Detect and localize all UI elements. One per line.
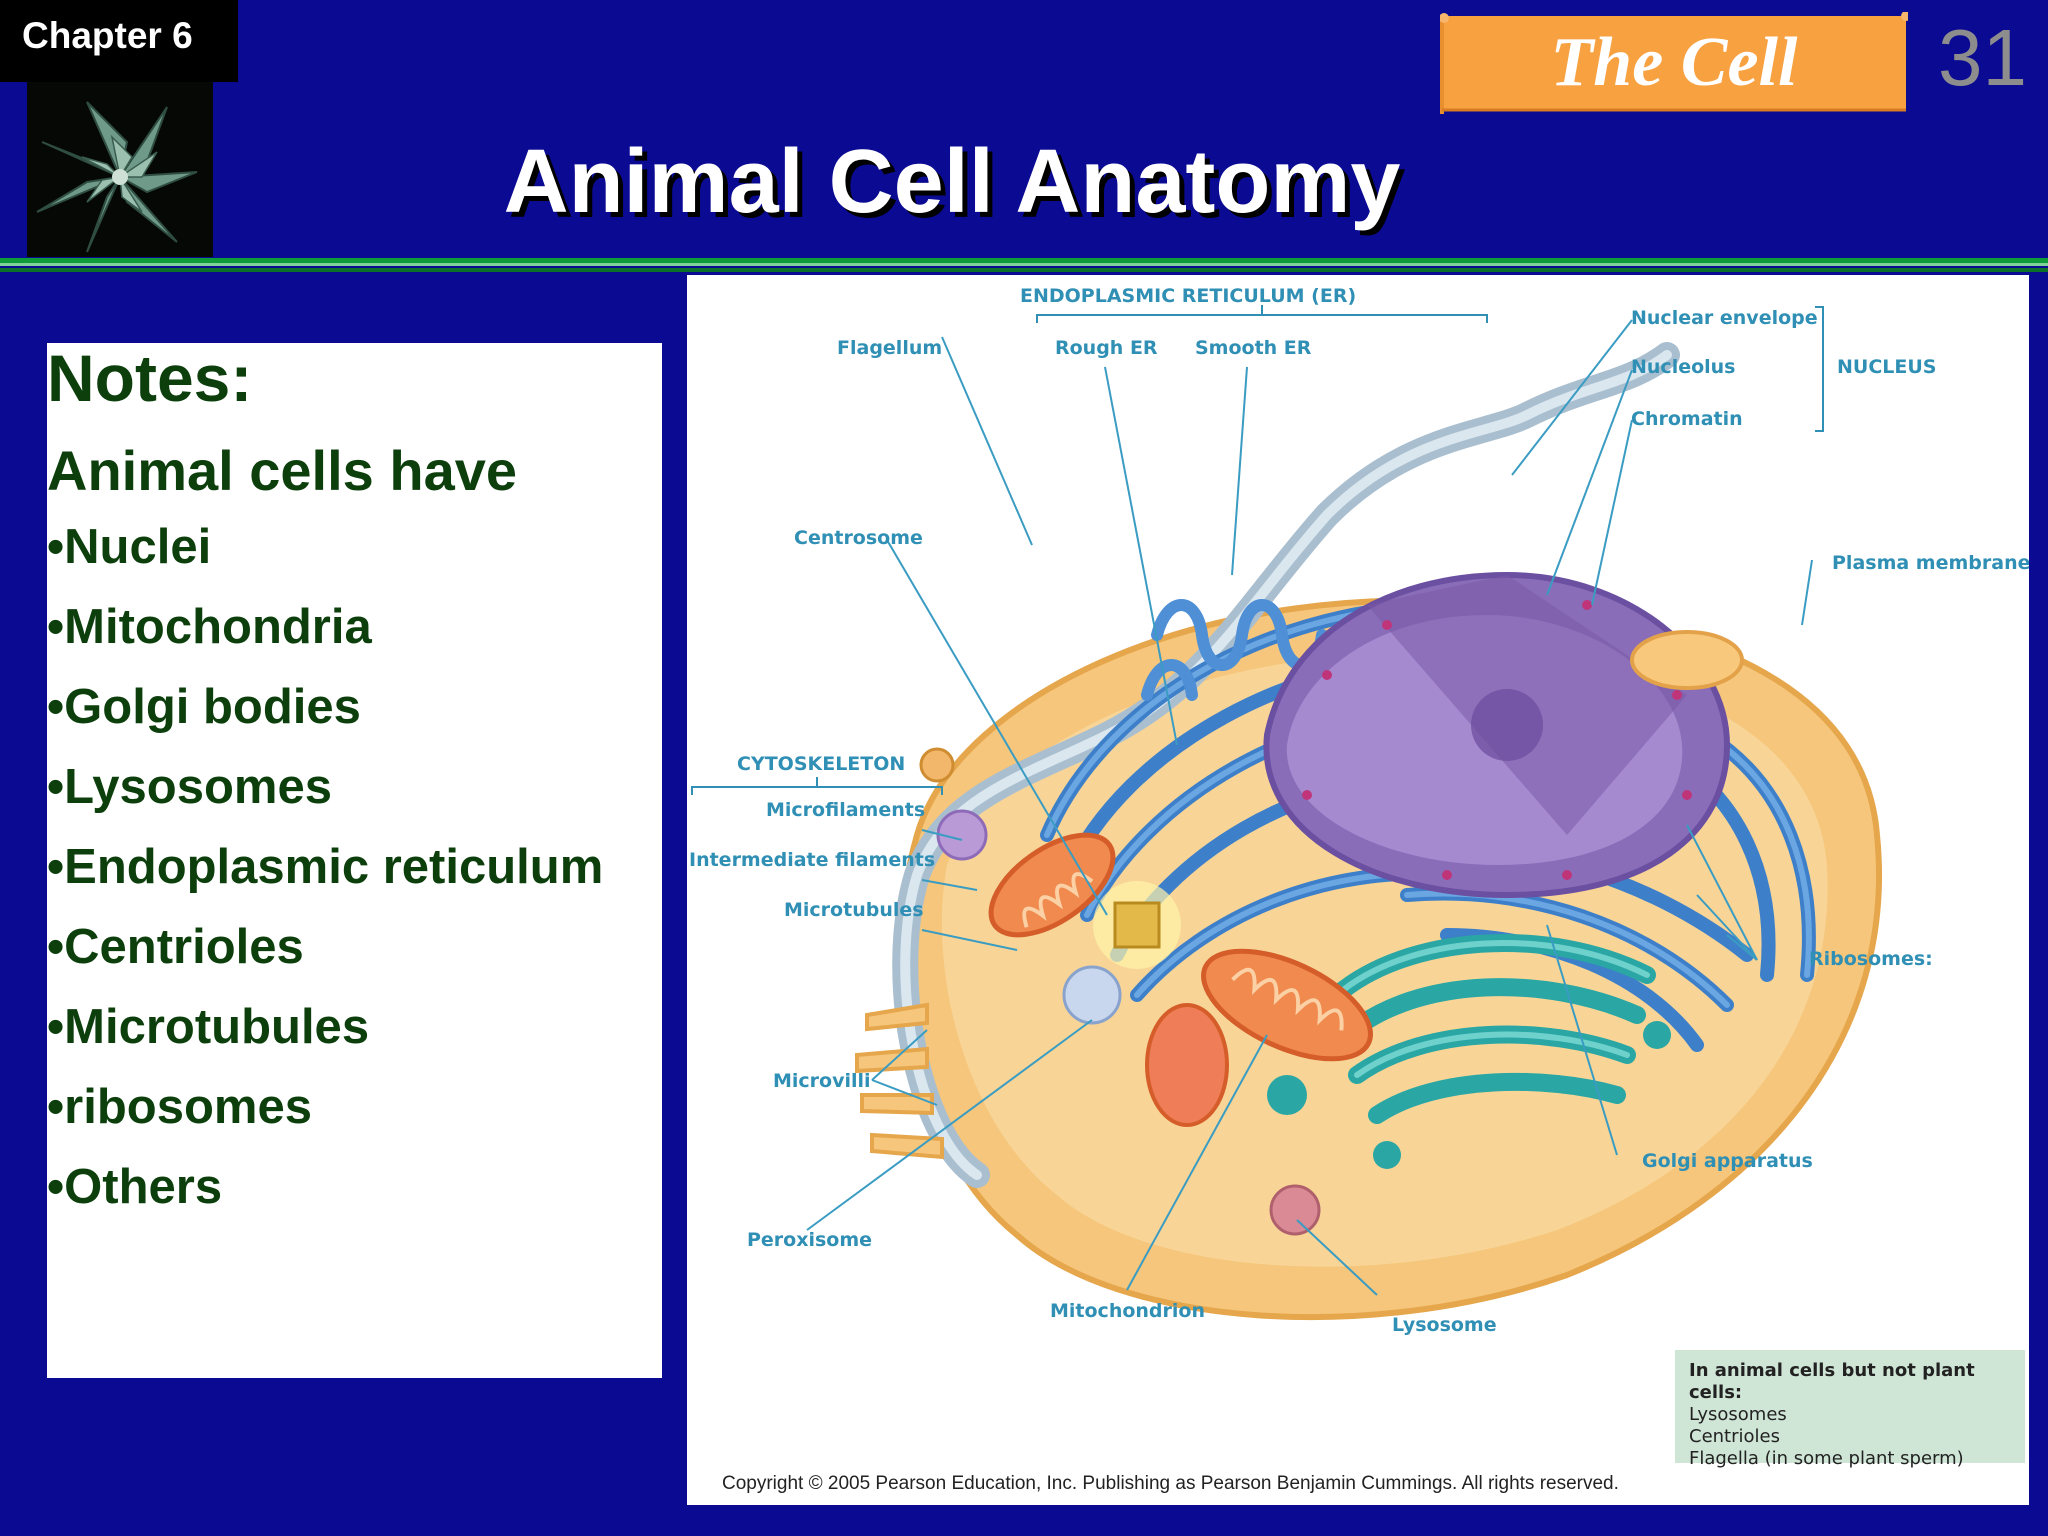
list-item: Flagella (in some plant sperm) [1689,1448,1964,1469]
label-rough-er: Rough ER [1055,337,1158,359]
chapter-banner: The Cell [1440,12,1908,114]
list-item: •Nuclei [47,520,212,574]
label-cytoskeleton: CYTOSKELETON [737,753,906,775]
label-peroxisome: Peroxisome [747,1229,873,1251]
label-chromatin: Chromatin [1631,408,1743,430]
list-item: •Microtubules [47,1000,370,1054]
label-plasma-membrane: Plasma membrane: [1832,552,2029,574]
label-er: ENDOPLASMIC RETICULUM (ER) [1020,285,1357,307]
label-intermediate-filaments: Intermediate filaments [689,849,936,871]
list-item: Centrioles [1689,1426,1780,1447]
notes-subheading: Animal cells have [47,439,518,502]
label-microvilli: Microvilli [773,1070,871,1092]
list-item: •ribosomes [47,1080,312,1134]
banner-text: The Cell [1550,24,1798,101]
notes-heading: Notes: [47,341,253,415]
label-golgi-apparatus: Golgi apparatus [1642,1150,1813,1172]
label-mitochondrion: Mitochondrion [1050,1300,1205,1322]
divider-line-dark [0,268,2048,272]
notes-list: •Nuclei •Mitochondria •Golgi bodies •Lys… [47,507,662,1227]
label-nuclear-envelope: Nuclear envelope [1631,307,1818,329]
notes-panel: Notes: Animal cells have •Nuclei •Mitoch… [47,343,662,1378]
list-item: •Golgi bodies [47,680,361,734]
list-item: •Mitochondria [47,600,372,654]
inset-box: In animal cells but not plant cells: Lys… [1675,1350,2025,1469]
label-smooth-er: Smooth ER [1195,337,1312,359]
label-lysosome: Lysosome [1392,1314,1497,1336]
copyright-notice: Copyright © 2005 Pearson Education, Inc.… [722,1473,1619,1494]
label-ribosomes: Ribosomes: [1809,948,1933,970]
inset-heading: In animal cells but not plant cells: [1689,1360,1975,1403]
label-flagellum: Flagellum [837,337,943,359]
label-microfilaments: Microfilaments [766,799,926,821]
divider-line [0,258,2048,263]
chapter-tag: Chapter 6 [0,0,238,82]
label-nucleolus: Nucleolus [1631,356,1736,378]
divider-line-highlight [0,263,2048,266]
label-centrosome: Centrosome [794,527,923,549]
list-item: •Others [47,1160,223,1214]
cell-illustration [691,305,1882,1321]
list-item: •Centrioles [47,920,304,974]
list-item: •Endoplasmic reticulum [47,840,604,894]
list-item: Lysosomes [1689,1404,1787,1425]
list-item: •Lysosomes [47,760,332,814]
succulent-plant-image [27,82,213,257]
page-title: Animal Cell Anatomy [503,132,1401,232]
label-nucleus: NUCLEUS [1837,356,1937,378]
page-number: 31 [1938,13,2027,102]
cell-diagram: ENDOPLASMIC RETICULUM (ER) Flagellum Rou… [687,275,2029,1505]
label-microtubules: Microtubules [784,899,924,921]
